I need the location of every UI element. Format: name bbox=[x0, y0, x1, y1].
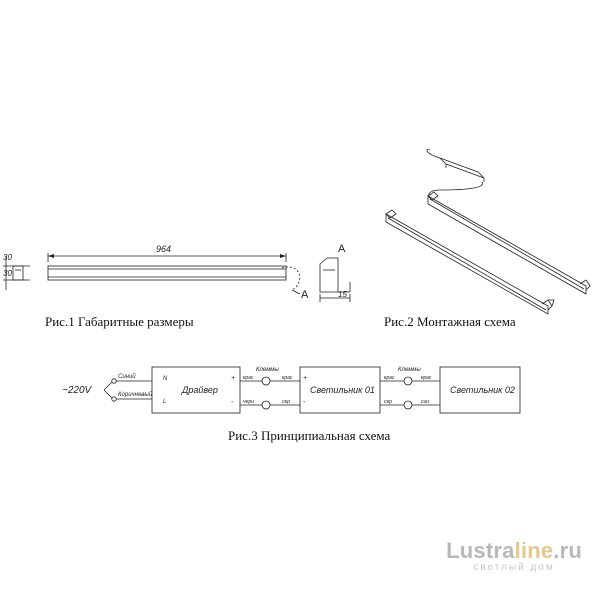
wire-dark-out-2: син bbox=[421, 399, 429, 405]
wire-black-in-1: черн bbox=[243, 399, 254, 405]
section-dim-label: 15 bbox=[338, 290, 347, 299]
fig3-caption: Рис.3 Принципиальная схема bbox=[228, 428, 391, 443]
watermark-tagline: светлый дом bbox=[473, 562, 555, 573]
driver-minus-label: - bbox=[231, 399, 234, 406]
voltage-label: ~220V bbox=[62, 385, 93, 396]
terminal-1a bbox=[261, 376, 271, 386]
fig1-caption: Рис.1 Габаритные размеры bbox=[45, 314, 194, 329]
wire-red-in-2: крас bbox=[384, 375, 395, 381]
terminal-label-2: Клеммы bbox=[398, 367, 421, 373]
driver-label: Драйвер bbox=[181, 385, 218, 395]
section-mark-a-top: А bbox=[338, 243, 346, 255]
terminal-2a bbox=[403, 376, 413, 386]
driver-l-label: L bbox=[163, 399, 166, 405]
driver-box bbox=[151, 366, 241, 414]
lamp1-box bbox=[299, 366, 381, 414]
wire-brown-label: Коричневый bbox=[118, 391, 153, 398]
section-view bbox=[319, 257, 339, 293]
driver-n-label: N bbox=[163, 376, 168, 382]
section-mark-a: А bbox=[301, 289, 309, 301]
height-dim-label-a: 30 bbox=[3, 253, 12, 262]
profile-outline bbox=[47, 265, 287, 281]
wire-grey-in-2: сер bbox=[384, 399, 392, 405]
length-dim-label: 964 bbox=[156, 244, 171, 254]
lamp1-minus-label: - bbox=[303, 399, 306, 406]
height-dim-label-b: 30 bbox=[3, 269, 12, 278]
wire-red-in-1: крас bbox=[243, 375, 254, 381]
watermark-brand: Lustraline.ru bbox=[446, 538, 582, 563]
wire-red-out-1: крас bbox=[282, 375, 293, 381]
wire-red-out-2: крас bbox=[421, 375, 432, 381]
lamp1-label: Светильник 01 bbox=[310, 385, 375, 395]
fig2-caption: Рис.2 Монтажная схема bbox=[384, 314, 516, 329]
profile-lower bbox=[385, 213, 549, 315]
terminal-label-1: Клеммы bbox=[256, 367, 279, 373]
lamp2-label: Светильник 02 bbox=[450, 385, 515, 395]
terminal-2b bbox=[403, 400, 413, 410]
wire-grey-out-1: сер bbox=[282, 399, 290, 405]
terminal-1b bbox=[261, 400, 271, 410]
profile-upper bbox=[427, 195, 587, 295]
watermark-logo: Lustraline.ru светлый дом bbox=[446, 538, 582, 573]
driver-plus-label: + bbox=[231, 375, 235, 382]
wire-blue-label: Синий bbox=[118, 373, 136, 380]
lamp1-plus-label: + bbox=[303, 375, 307, 382]
lamp2-box bbox=[439, 366, 521, 414]
